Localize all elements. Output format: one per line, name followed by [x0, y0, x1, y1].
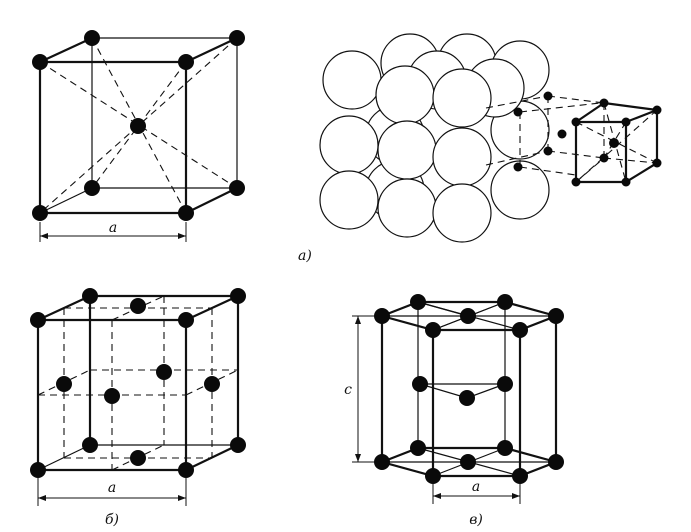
fcc-dimension	[37, 478, 187, 506]
sphere-packing-model: а)	[298, 33, 662, 264]
fcc-corner-atom	[82, 288, 98, 304]
fcc-corner-atom	[30, 312, 46, 328]
hcp-dimension-a-label: a	[472, 479, 480, 495]
fcc-face-atom	[56, 376, 72, 392]
fcc-face-atom	[104, 388, 120, 404]
hcp-middle-triangle	[419, 383, 506, 399]
bcc-corner-atom	[32, 205, 48, 221]
fcc-corner-atom	[230, 288, 246, 304]
panel-b-label: б)	[105, 512, 119, 528]
fcc-corner-atom	[178, 462, 194, 478]
fcc-corner-atom	[178, 312, 194, 328]
fcc-unit-cell: a б)	[30, 288, 246, 528]
fcc-face-atom	[204, 376, 220, 392]
bcc-dimension-label: a	[109, 220, 117, 236]
bcc-corner-atom	[229, 180, 245, 196]
panel-c-label: в)	[469, 512, 483, 528]
bcc-center-atom	[130, 118, 146, 134]
hcp-dimension-c	[352, 315, 374, 463]
bcc-corner-atom	[84, 180, 100, 196]
bcc-corner-atom	[84, 30, 100, 46]
fcc-dimension-label: a	[108, 480, 116, 496]
fcc-corner-atom	[30, 462, 46, 478]
panel-a-label: а)	[298, 248, 312, 264]
sphere-front-layer	[319, 65, 492, 243]
fcc-face-atom	[130, 298, 146, 314]
hcp-dimension-a	[432, 484, 521, 504]
fcc-atoms	[30, 288, 246, 478]
bcc-corner-atom	[32, 54, 48, 70]
bcc-unit-cell: a	[32, 30, 245, 242]
bcc-corner-atom	[229, 30, 245, 46]
fcc-corner-atom	[82, 437, 98, 453]
bcc-corner-atom	[178, 54, 194, 70]
small-bcc-cell	[571, 98, 662, 187]
bcc-corner-atom	[178, 205, 194, 221]
bcc-dimension	[39, 222, 187, 242]
fcc-face-atom	[156, 364, 172, 380]
fcc-face-atom	[130, 450, 146, 466]
hcp-unit-cell: c a в)	[344, 294, 564, 528]
bcc-atoms	[32, 30, 245, 221]
hcp-vertical-edges	[380, 302, 558, 478]
hcp-atoms	[374, 294, 564, 484]
fcc-corner-atom	[230, 437, 246, 453]
hcp-dimension-c-label: c	[344, 382, 352, 398]
